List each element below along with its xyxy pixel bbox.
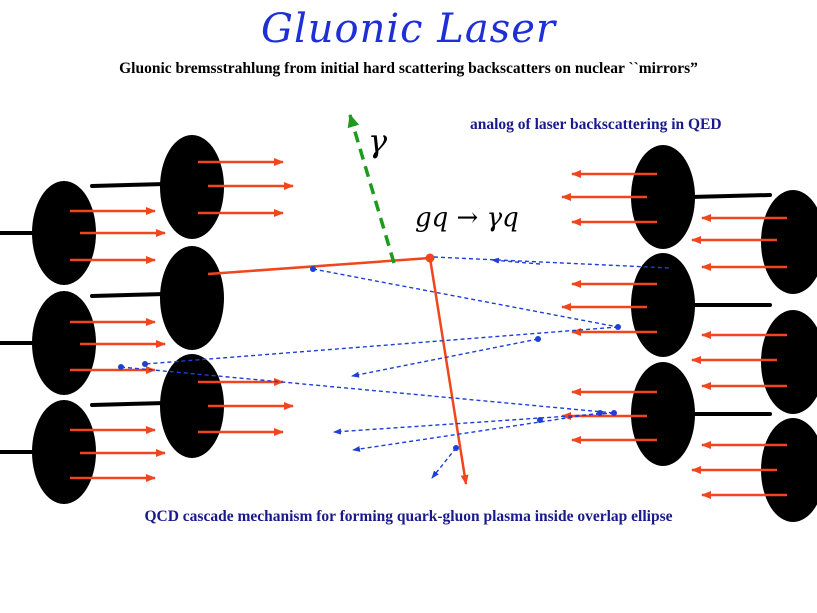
cascade-point (535, 336, 541, 342)
left-nucleus (32, 135, 224, 504)
right-nucleon (761, 310, 817, 414)
cascade-point (537, 417, 543, 423)
photon-line (347, 114, 396, 264)
page-title: Gluonic Laser (261, 6, 556, 52)
incoming-gluon-line (207, 256, 431, 276)
cascade-point (597, 410, 603, 416)
cascade-point (142, 361, 148, 367)
page-subtitle: Gluonic bremsstrahlung from initial hard… (119, 60, 698, 77)
qed-analog-label: analog of laser backscattering in QED (470, 116, 722, 133)
right-parton-arrows (561, 170, 787, 499)
left-parton-arrows (70, 158, 294, 482)
qcd-cascade-label: QCD cascade mechanism for forming quark-… (144, 508, 673, 525)
right-nucleon (631, 253, 695, 357)
cascade-point (118, 364, 124, 370)
cascade-point (615, 324, 621, 330)
right-nucleon (631, 362, 695, 466)
outgoing-quark-line (428, 257, 469, 485)
scattering-vertex (425, 253, 435, 263)
cascade-point (453, 445, 459, 451)
right-nucleon-stems (688, 193, 772, 416)
cascade-point (310, 266, 316, 272)
right-nucleus (631, 145, 817, 522)
right-nucleon (761, 190, 817, 294)
photon-symbol: γ (368, 122, 388, 160)
reaction-equation: gq → γq (415, 203, 519, 233)
cascade-points (118, 266, 621, 451)
cascade-lines (120, 256, 671, 479)
left-nucleon (160, 246, 224, 350)
cascade-point (611, 410, 617, 416)
hard-scattering (207, 256, 469, 485)
